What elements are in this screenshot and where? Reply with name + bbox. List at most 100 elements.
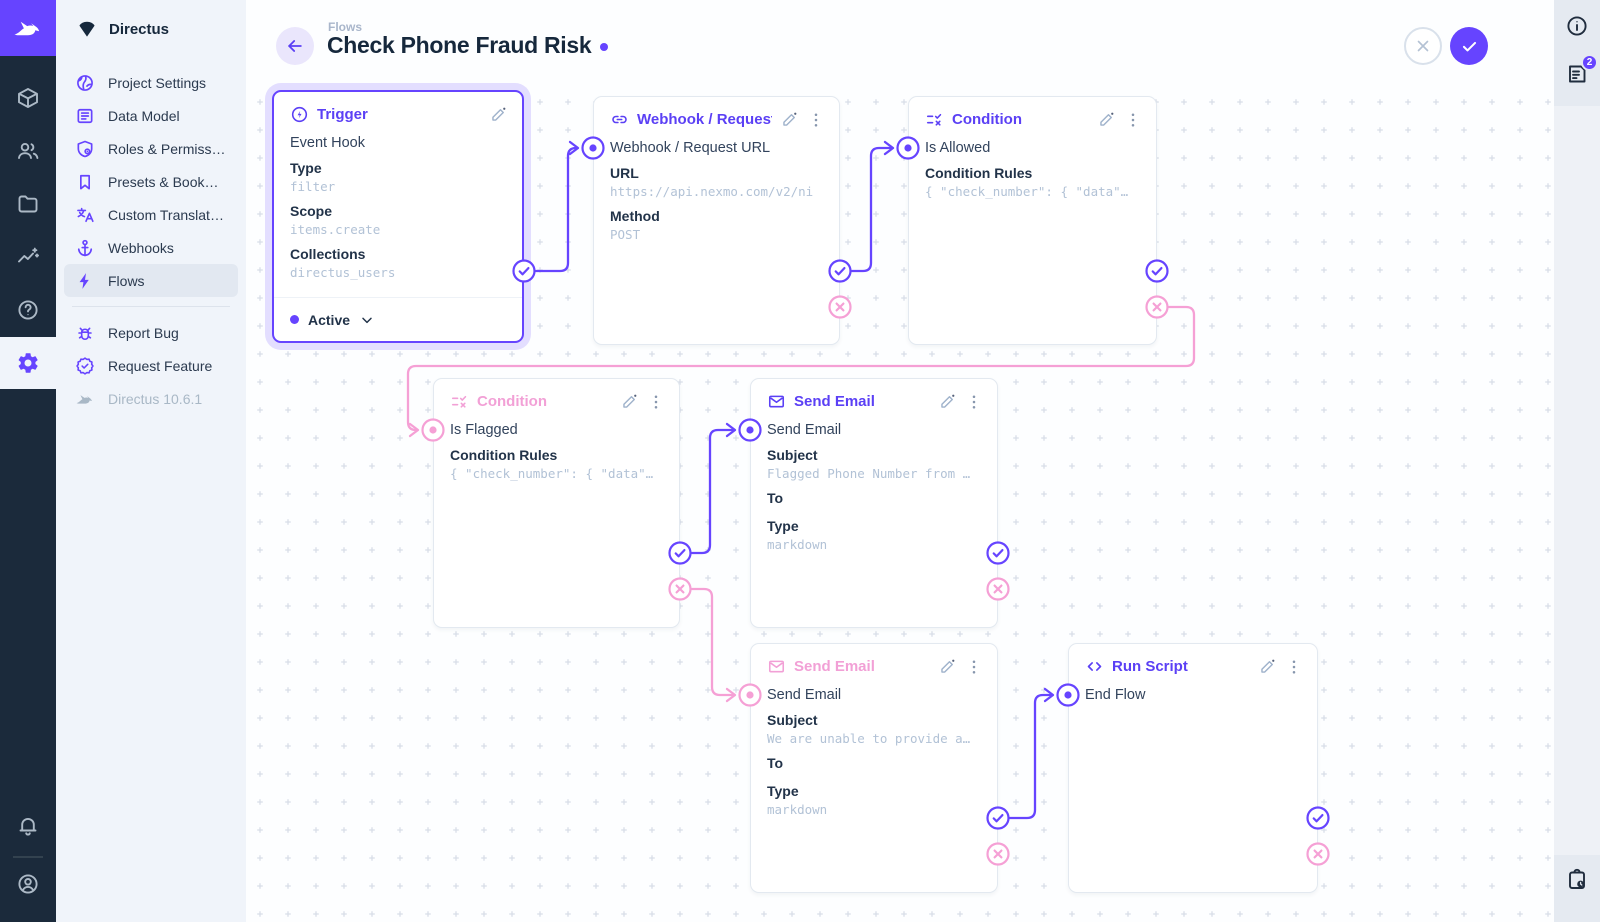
rail-top-section: 2 bbox=[1554, 0, 1600, 106]
shield-icon bbox=[75, 139, 95, 159]
panel-menu-icon[interactable] bbox=[965, 658, 983, 676]
bell-icon bbox=[19, 817, 37, 836]
rule-icon bbox=[925, 110, 944, 129]
status-dot bbox=[290, 315, 299, 324]
mail-icon bbox=[767, 657, 786, 676]
module-help[interactable] bbox=[0, 284, 56, 336]
module-users[interactable] bbox=[0, 125, 56, 177]
sidebar-item-project-settings[interactable]: Project Settings bbox=[64, 66, 238, 99]
project-name: Directus bbox=[109, 20, 170, 38]
flow-panel-condition-flagged[interactable]: Condition Is Flagged Condition Rules { "… bbox=[433, 378, 680, 628]
sidebar-item-webhooks[interactable]: Webhooks bbox=[64, 231, 238, 264]
nav-sidebar: Directus Project Settings Data Model Rol… bbox=[56, 0, 246, 922]
flow-panel-run-script[interactable]: Run Script End Flow bbox=[1068, 643, 1318, 893]
panel-title: Condition bbox=[952, 111, 1022, 128]
code-icon bbox=[1085, 657, 1104, 676]
discard-changes-button[interactable] bbox=[1404, 27, 1442, 65]
sidebar-item-presets-bookmarks[interactable]: Presets & Bookmarks bbox=[64, 165, 238, 198]
check-icon bbox=[1462, 41, 1476, 51]
arrow-left-icon bbox=[288, 40, 302, 52]
rule-icon bbox=[450, 392, 469, 411]
account-circle-icon bbox=[18, 874, 38, 894]
right-sidebar-rail: 2 bbox=[1554, 0, 1600, 922]
rabbit-icon bbox=[75, 389, 95, 409]
rabbit-logo-icon bbox=[14, 21, 40, 36]
sidebar-item-data-model[interactable]: Data Model bbox=[64, 99, 238, 132]
module-settings[interactable] bbox=[0, 337, 56, 389]
activity-log-button[interactable] bbox=[1565, 868, 1589, 892]
panel-subtitle: Send Email bbox=[767, 422, 842, 438]
panel-title: Run Script bbox=[1112, 658, 1188, 675]
edit-icon[interactable] bbox=[489, 105, 508, 124]
chevron-down-icon bbox=[362, 317, 372, 323]
bolt-circle-icon bbox=[290, 105, 309, 124]
edit-icon[interactable] bbox=[938, 392, 957, 411]
cube-icon bbox=[18, 88, 38, 108]
list-alt-icon bbox=[75, 106, 95, 126]
flow-panel-send-email-unable[interactable]: Send Email Send Email Subject We are una… bbox=[750, 643, 998, 893]
notifications-badge: 2 bbox=[1581, 54, 1598, 71]
notifications-bell[interactable] bbox=[0, 800, 56, 852]
edit-icon[interactable] bbox=[1258, 657, 1277, 676]
sidebar-item-custom-translations[interactable]: Custom Translations bbox=[64, 198, 238, 231]
insights-icon bbox=[18, 247, 40, 263]
panel-title: Send Email bbox=[794, 393, 875, 410]
help-icon bbox=[18, 300, 38, 320]
anchor-icon bbox=[75, 238, 95, 258]
sidebar-item-version: Directus 10.6.1 bbox=[64, 382, 238, 415]
panel-subtitle: Send Email bbox=[767, 687, 842, 703]
flow-panel-send-email-flagged[interactable]: Send Email Send Email Subject Flagged Ph… bbox=[750, 378, 998, 628]
sidebar-item-request-feature[interactable]: Request Feature bbox=[64, 349, 238, 382]
flow-panel-trigger[interactable]: Trigger Event Hook Type filter Scope ite… bbox=[272, 90, 524, 343]
panel-title: Webhook / Request URL bbox=[637, 111, 772, 128]
notes-icon bbox=[1569, 65, 1586, 83]
user-menu[interactable] bbox=[0, 858, 56, 910]
bookmark-icon bbox=[75, 172, 95, 192]
panel-subtitle: Webhook / Request URL bbox=[610, 140, 771, 156]
panel-subtitle: End Flow bbox=[1085, 687, 1146, 703]
sidebar-item-report-bug[interactable]: Report Bug bbox=[64, 316, 238, 349]
info-icon bbox=[1567, 16, 1587, 36]
breadcrumb[interactable]: Flows bbox=[328, 20, 363, 34]
panel-menu-icon[interactable] bbox=[647, 393, 665, 411]
seal-check-icon bbox=[75, 356, 95, 376]
panel-subtitle: Is Flagged bbox=[450, 422, 518, 438]
module-insights[interactable] bbox=[0, 231, 56, 283]
flow-panel-webhook[interactable]: Webhook / Request URL Webhook / Request … bbox=[593, 96, 840, 345]
edit-icon[interactable] bbox=[780, 110, 799, 129]
trigger-status-toggle[interactable]: Active bbox=[274, 297, 522, 341]
info-sidebar-button[interactable] bbox=[1565, 14, 1589, 38]
edit-icon[interactable] bbox=[620, 392, 639, 411]
sidebar-item-flows[interactable]: Flows bbox=[64, 264, 238, 297]
panel-menu-icon[interactable] bbox=[1285, 658, 1303, 676]
users-icon bbox=[18, 142, 39, 159]
flow-panel-condition-allowed[interactable]: Condition Is Allowed Condition Rules { "… bbox=[908, 96, 1157, 345]
panel-title: Send Email bbox=[794, 658, 875, 675]
folder-icon bbox=[18, 195, 38, 213]
page-title: Check Phone Fraud Risk bbox=[327, 32, 609, 59]
edit-icon[interactable] bbox=[938, 657, 957, 676]
module-content[interactable] bbox=[0, 72, 56, 124]
panel-title: Condition bbox=[477, 393, 547, 410]
mail-icon bbox=[767, 392, 786, 411]
sidebar-divider bbox=[72, 306, 230, 307]
save-button[interactable] bbox=[1450, 27, 1488, 65]
module-files[interactable] bbox=[0, 178, 56, 230]
panel-menu-icon[interactable] bbox=[1124, 111, 1142, 129]
back-button[interactable] bbox=[276, 27, 314, 65]
panel-menu-icon[interactable] bbox=[807, 111, 825, 129]
clipboard-clock-icon bbox=[1569, 868, 1585, 889]
panel-subtitle: Is Allowed bbox=[925, 140, 991, 156]
gear-icon bbox=[18, 353, 38, 373]
panel-subtitle: Event Hook bbox=[290, 135, 365, 151]
unsaved-changes-dot bbox=[600, 43, 609, 51]
sidebar-item-roles-permissions[interactable]: Roles & Permissions bbox=[64, 132, 238, 165]
project-header[interactable]: Directus bbox=[56, 0, 246, 58]
panel-menu-icon[interactable] bbox=[965, 393, 983, 411]
edit-icon[interactable] bbox=[1097, 110, 1116, 129]
bug-icon bbox=[75, 323, 95, 343]
notes-sidebar-button[interactable]: 2 bbox=[1565, 54, 1598, 86]
directus-logo[interactable] bbox=[0, 0, 56, 56]
bolt-icon bbox=[75, 271, 95, 291]
translate-icon bbox=[75, 205, 95, 225]
